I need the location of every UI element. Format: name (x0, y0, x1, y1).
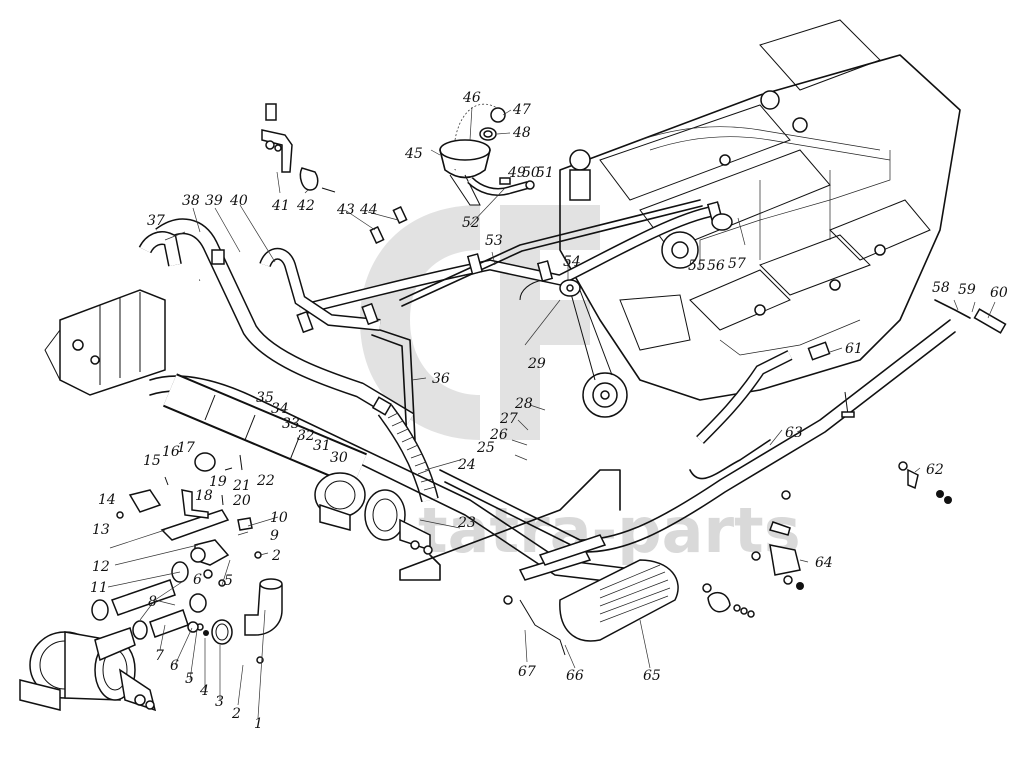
callout-40: 40 (229, 193, 248, 209)
callout-54: 54 (563, 254, 581, 270)
callout-24: 24 (457, 457, 476, 473)
callout-19: 19 (209, 474, 227, 490)
callout-56: 56 (707, 258, 725, 274)
callout-27: 27 (499, 411, 518, 427)
callout-13: 13 (92, 522, 110, 538)
callout-67: 67 (518, 664, 536, 680)
callout-2: 2 (231, 706, 241, 722)
callout-6: 6 (170, 658, 179, 674)
callout-34: 34 (271, 401, 289, 417)
callout-4: 4 (199, 683, 209, 699)
leader-lines (107, 106, 996, 719)
callout-10: 10 (270, 510, 288, 526)
callout-5: 5 (185, 671, 194, 687)
right-parts (503, 299, 1007, 656)
callout-62: 62 (926, 462, 944, 478)
callout-58: 58 (932, 280, 950, 296)
callout-2: 2 (271, 548, 281, 564)
callout-41: 41 (271, 198, 290, 214)
callout-49: 49 (507, 165, 526, 181)
heater-blower-middle (314, 469, 621, 581)
callout-42: 42 (296, 198, 315, 214)
callout-57: 57 (728, 256, 746, 272)
callout-11: 11 (90, 580, 108, 596)
callout-45: 45 (404, 146, 423, 162)
brackets-41-42 (261, 103, 336, 193)
callout-6: 6 (193, 572, 202, 588)
callout-35: 35 (256, 390, 274, 406)
callout-labels: 1 2 2 3 4 5 5 6 6 7 8 9 10 11 12 13 14 1… (90, 90, 1008, 732)
callout-18: 18 (195, 488, 213, 504)
callout-9: 9 (270, 528, 279, 544)
callout-50: 50 (522, 165, 540, 181)
callout-16: 16 (162, 444, 180, 460)
callout-38: 38 (182, 193, 200, 209)
callout-43: 43 (336, 202, 355, 218)
callout-28: 28 (514, 396, 533, 412)
callout-20: 20 (232, 493, 251, 509)
pipe-network (44, 168, 956, 586)
callout-48: 48 (512, 125, 531, 141)
heater-blower-lower (19, 627, 157, 712)
callout-36: 36 (432, 371, 450, 387)
callout-17: 17 (177, 440, 195, 456)
callout-63: 63 (785, 425, 803, 441)
callout-22: 22 (256, 473, 275, 489)
callout-25: 25 (476, 440, 495, 456)
callout-31: 31 (313, 438, 331, 454)
callout-64: 64 (815, 555, 833, 571)
callout-8: 8 (148, 594, 157, 610)
callout-52: 52 (462, 215, 480, 231)
callout-61: 61 (845, 341, 863, 357)
filler-neck-assembly (439, 103, 535, 206)
callout-29: 29 (527, 356, 546, 372)
callout-12: 12 (92, 559, 110, 575)
callout-14: 14 (98, 492, 116, 508)
callout-51: 51 (536, 165, 554, 181)
callout-53: 53 (485, 233, 503, 249)
callout-3: 3 (215, 694, 224, 710)
callout-59: 59 (958, 282, 976, 298)
callout-30: 30 (330, 450, 348, 466)
callout-66: 66 (566, 668, 584, 684)
callout-21: 21 (232, 478, 251, 494)
callout-65: 65 (643, 668, 661, 684)
callout-46: 46 (462, 90, 481, 106)
small-parts-1-22 (91, 452, 283, 664)
callout-55: 55 (688, 258, 706, 274)
callout-37: 37 (147, 213, 165, 229)
callout-26: 26 (489, 427, 508, 443)
callout-32: 32 (297, 428, 315, 444)
callout-39: 39 (205, 193, 223, 209)
callout-5: 5 (224, 573, 233, 589)
callout-23: 23 (457, 515, 476, 531)
callout-33: 33 (282, 416, 300, 432)
callout-60: 60 (990, 285, 1008, 301)
watermark-text: tatra-parts (418, 494, 801, 567)
callout-1: 1 (254, 716, 263, 732)
callout-44: 44 (359, 202, 378, 218)
callout-7: 7 (155, 648, 164, 664)
callout-15: 15 (143, 453, 161, 469)
callout-47: 47 (512, 102, 531, 118)
